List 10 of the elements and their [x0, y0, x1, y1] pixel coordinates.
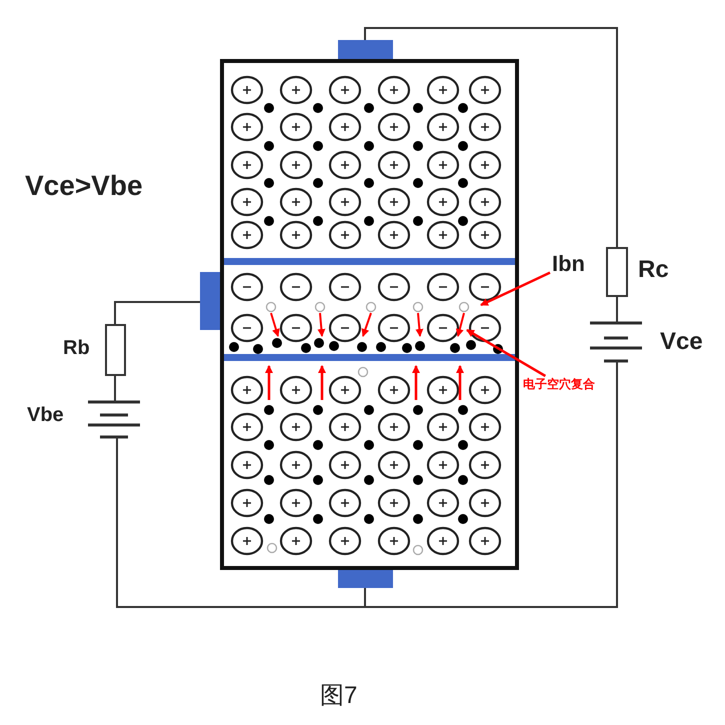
label: Vce>Vbe — [25, 172, 143, 200]
label: Rc — [638, 258, 669, 282]
leader-line — [480, 272, 551, 306]
callout-text: Ibn — [552, 253, 585, 275]
label: Rb — [63, 338, 90, 358]
caption: 图7 — [320, 684, 358, 708]
label: Vbe — [27, 405, 64, 425]
leader-line — [466, 328, 546, 378]
callout-text: 电子空穴复合 — [523, 378, 595, 390]
label: Vce — [660, 330, 703, 354]
